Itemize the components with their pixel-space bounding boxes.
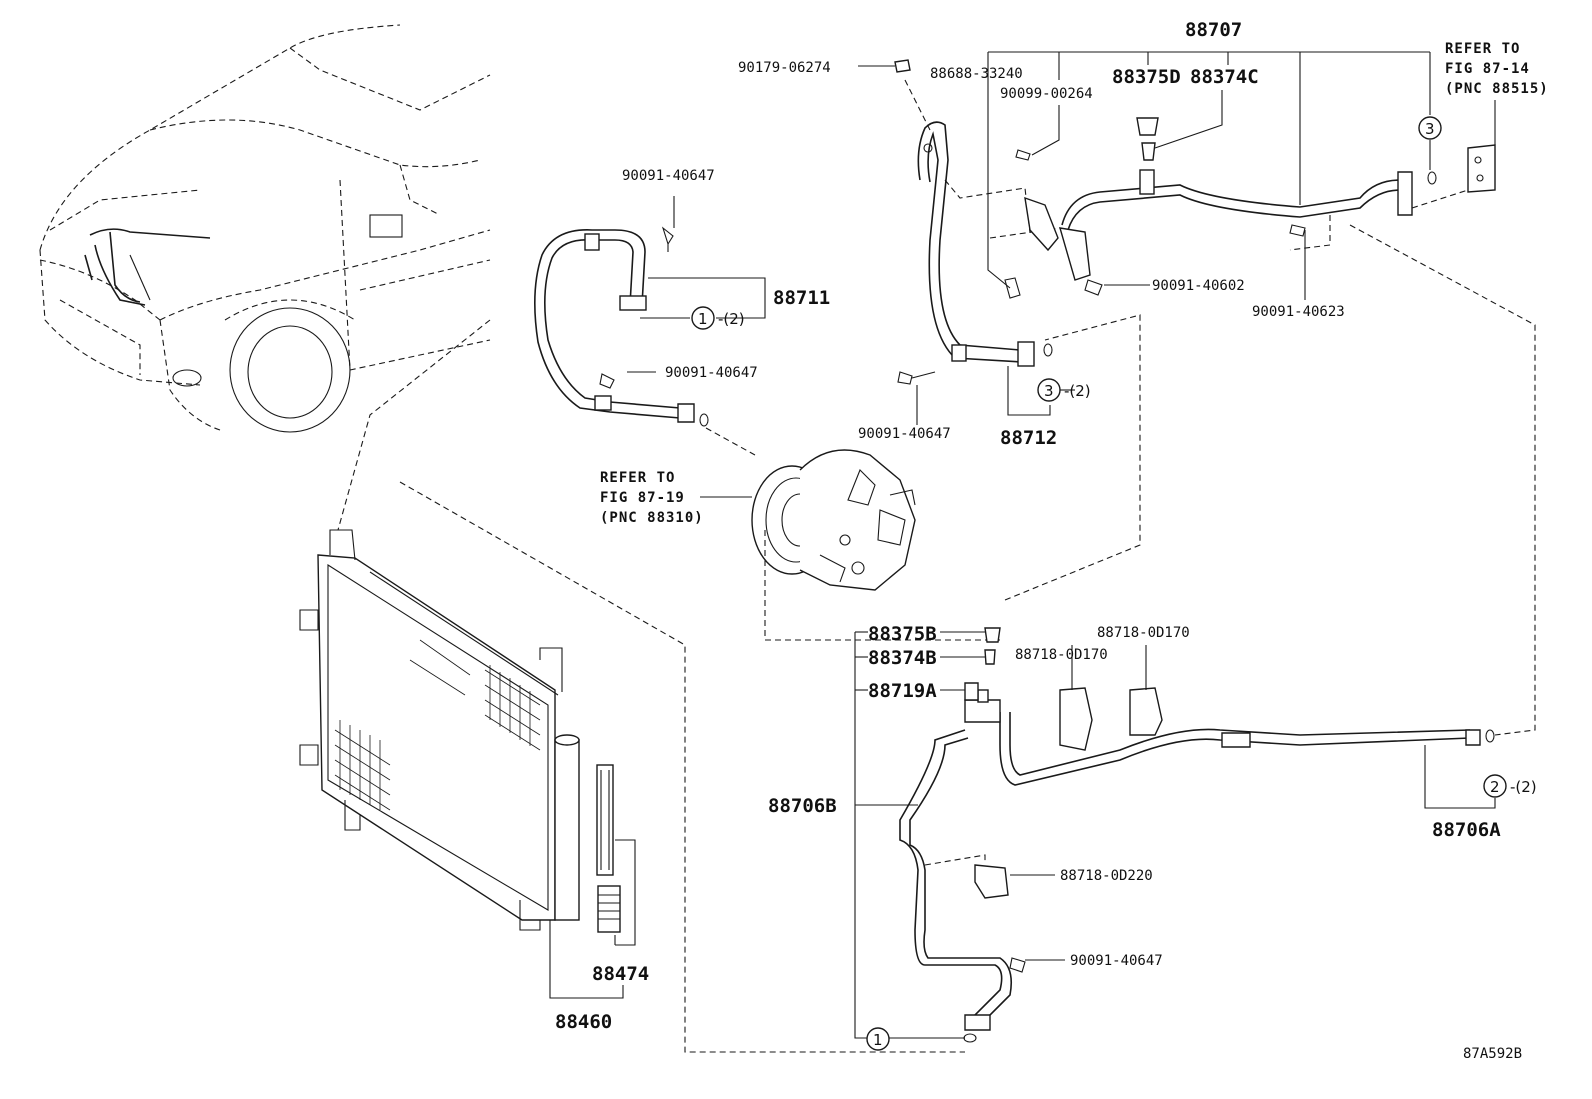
marker-number: 2 [1490,778,1500,796]
condenser-assembly [299,529,621,933]
label-90099-00264: 90099-00264 [1000,86,1093,102]
pipe-88706 [899,627,1495,1043]
diagram-code: 87A592B [1463,1046,1522,1062]
label-90091-40647-mid: 90091-40647 [665,365,758,381]
label-90091-40647-bottom: 90091-40647 [1070,953,1163,969]
label-90091-40602: 90091-40602 [1152,278,1245,294]
label-88460: 88460 [555,1011,612,1033]
label-88718-0D170-a: 88718-0D170 [1097,625,1190,641]
marker-number: 3 [1044,382,1054,400]
refer-note-compressor: REFER TO FIG 87-19 (PNC 88310) [600,470,704,526]
label-90179-06274: 90179-06274 [738,60,831,76]
refer-note-expansion-valve: REFER TO FIG 87-14 (PNC 88515) [1445,41,1549,97]
vehicle-illustration [39,24,491,433]
refer-line-2: FIG 87-14 [1445,61,1530,77]
refer-line-3: (PNC 88515) [1445,81,1549,97]
marker-1-top: 1 -(2) [691,306,745,330]
discharge-hose-88711 [534,226,709,427]
label-90091-40647-left: 90091-40647 [858,426,951,442]
label-88718-0D220: 88718-0D220 [1060,868,1153,884]
label-88711: 88711 [773,287,830,309]
suction-hose-88712 [897,121,1053,385]
label-88718-0D170-b: 88718-0D170 [1015,647,1108,663]
label-88374C: 88374C [1190,66,1259,88]
label-88375B: 88375B [868,623,937,645]
label-88712: 88712 [1000,427,1057,449]
label-88719A: 88719A [868,680,937,702]
marker-number: 1 [698,310,708,328]
label-90091-40647-top: 90091-40647 [622,168,715,184]
marker-3-top: 3 [1418,116,1442,140]
label-88706A: 88706A [1432,819,1501,841]
refer-line-1: REFER TO [1445,41,1520,57]
label-88688-33240: 88688-33240 [930,66,1023,82]
label-88707: 88707 [1185,19,1242,41]
compressor [751,449,916,591]
marker-quantity: -(2) [1064,382,1091,400]
marker-2: 2 -(2) [1483,774,1537,798]
refer-line-1: REFER TO [600,470,675,486]
marker-quantity: -(2) [1510,778,1537,796]
label-88374B: 88374B [868,647,937,669]
marker-1-bottom: 1 [866,1027,890,1051]
label-88375D: 88375D [1112,66,1181,88]
label-88706B: 88706B [768,795,837,817]
marker-3-mid: 3 -(2) [1037,378,1091,402]
marker-quantity: -(2) [718,310,745,328]
label-90091-40623: 90091-40623 [1252,304,1345,320]
marker-number: 3 [1425,120,1435,138]
refer-line-2: FIG 87-19 [600,490,685,506]
liquid-pipe-88707 [894,59,1496,299]
marker-number: 1 [873,1031,883,1049]
refer-line-3: (PNC 88310) [600,510,704,526]
label-88474: 88474 [592,963,649,985]
part-labels: 88707 90179-06274 88688-33240 90099-0026… [555,19,1522,1062]
